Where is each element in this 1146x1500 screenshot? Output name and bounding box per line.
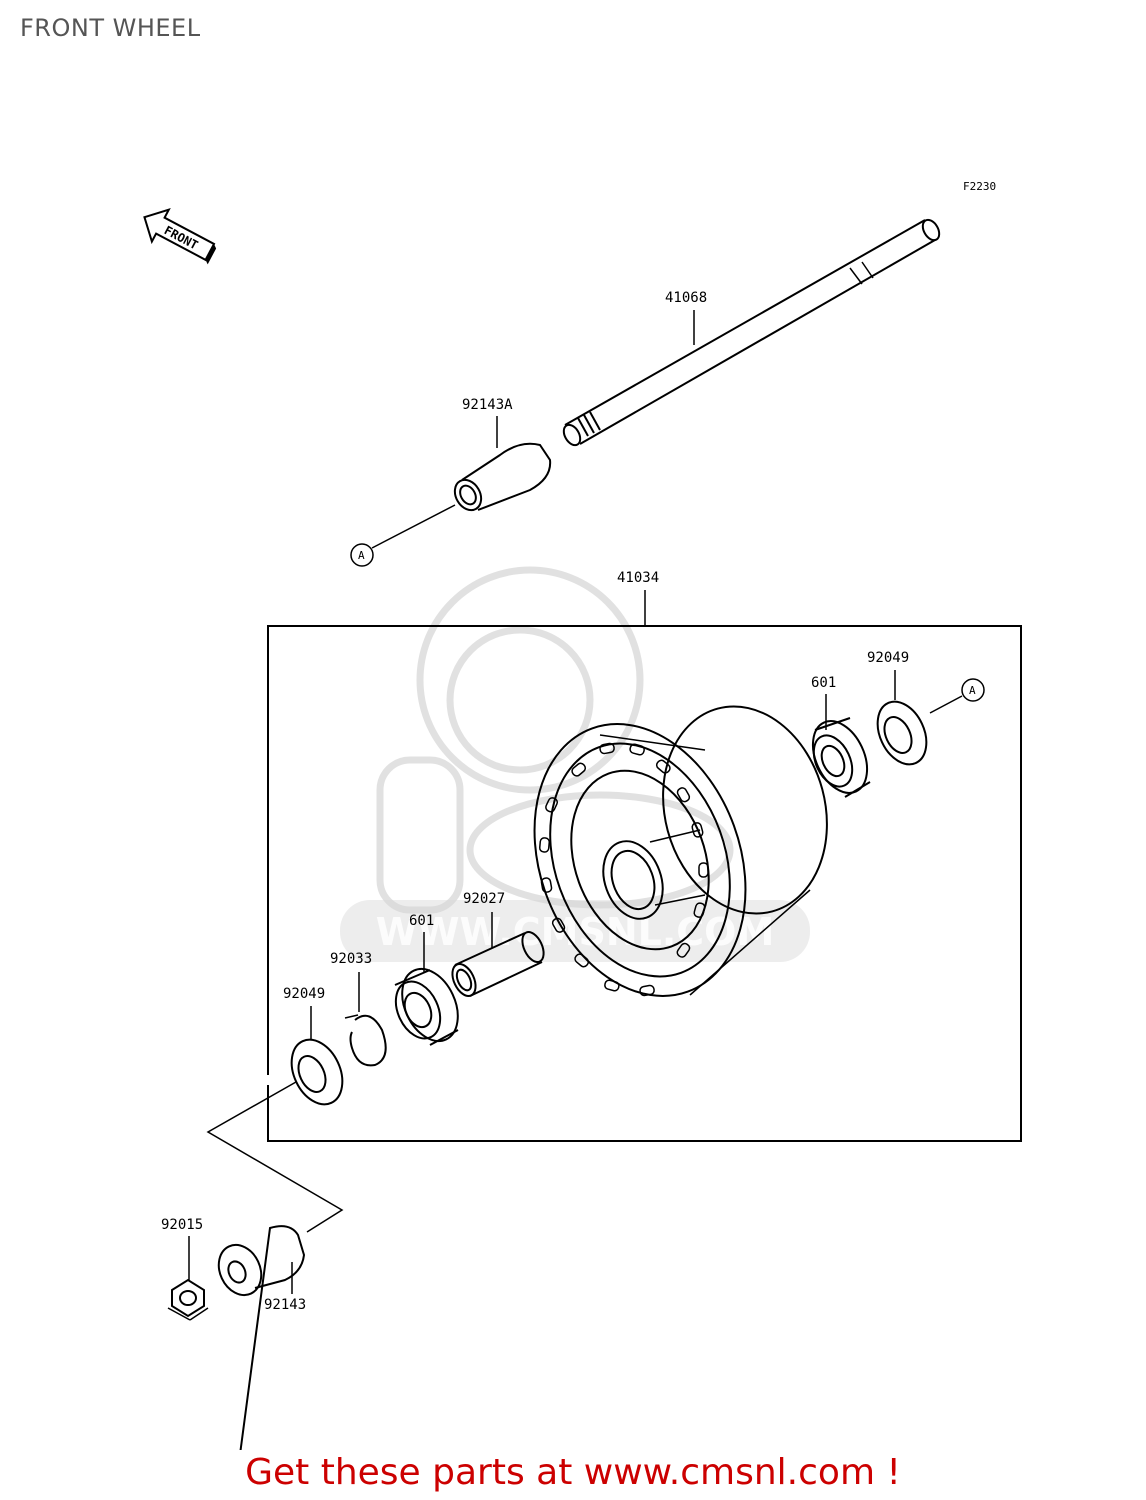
watermark-logo: WWW.CMSNL.COM (340, 566, 810, 962)
part-label-41034: 41034 (617, 570, 659, 586)
part-label-601-left: 601 (409, 913, 434, 929)
parts-diagram: WWW.CMSNL.COM F2230 FRONT 41068 92143A A (143, 180, 1022, 1450)
part-label-92015: 92015 (161, 1217, 203, 1233)
hub-assembly-box (267, 625, 1022, 1142)
front-arrow-icon: FRONT (143, 208, 217, 265)
ref-marker-a-left-label: A (358, 549, 365, 562)
part-label-41068: 41068 (665, 290, 707, 306)
footer-link[interactable]: Get these parts at www.cmsnl.com ! (245, 1452, 901, 1493)
spacer-92027 (451, 931, 545, 997)
part-label-92049-left: 92049 (283, 986, 325, 1002)
bearing-601-left (394, 967, 459, 1046)
collar-92143a (453, 442, 552, 512)
assembly-connector-line (206, 1081, 344, 1233)
part-label-92143: 92143 (264, 1297, 306, 1313)
part-label-92049-right: 92049 (867, 650, 909, 666)
part-label-92033: 92033 (330, 951, 372, 967)
figure-code: F2230 (963, 180, 996, 193)
bearing-601-right (811, 717, 871, 798)
page-title: FRONT WHEEL (20, 14, 201, 42)
axle-41068 (562, 218, 941, 447)
part-label-92027: 92027 (463, 891, 505, 907)
part-label-601-right: 601 (811, 675, 836, 691)
collar-92143 (217, 1225, 306, 1450)
circlip-92033 (344, 1014, 387, 1067)
ref-marker-a-right-label: A (969, 684, 976, 697)
leader-ref-a-left (371, 504, 456, 549)
seal-92049-left (290, 1038, 344, 1106)
wheel-hub-41034 (533, 705, 828, 997)
nut-92015 (167, 1278, 209, 1321)
ref-marker-a-right (961, 678, 985, 702)
leader-ref-a-right (929, 695, 963, 714)
part-label-92143a: 92143A (462, 397, 513, 413)
ref-marker-a-left (350, 543, 374, 567)
seal-92049-right (876, 700, 928, 766)
